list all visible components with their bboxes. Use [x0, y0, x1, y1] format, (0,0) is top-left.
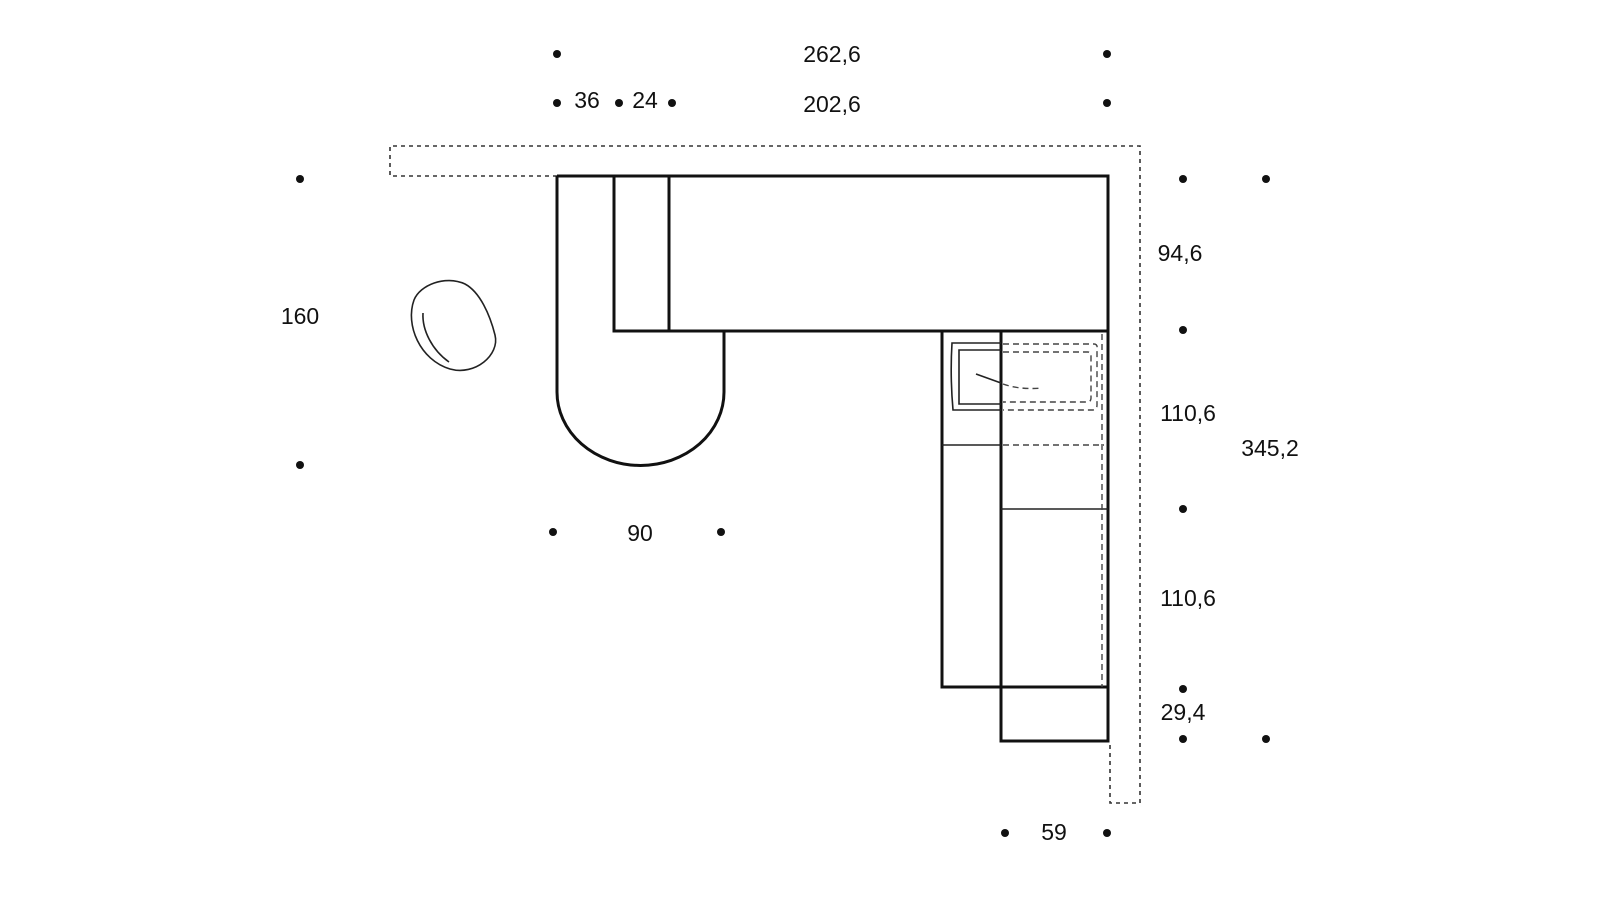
module-width-label: 59 [1041, 819, 1067, 845]
marker-dot [553, 99, 561, 107]
marker-dot [1179, 326, 1187, 334]
segment-a-label: 36 [574, 87, 600, 113]
overall-width-label: 262,6 [803, 41, 861, 67]
marker-dot [1262, 175, 1270, 183]
desk-width-label: 202,6 [803, 91, 861, 117]
marker-dot [553, 50, 561, 58]
marker-dot [549, 528, 557, 536]
marker-dot [1103, 99, 1111, 107]
total-depth-left-label: 160 [281, 303, 319, 329]
desk-depth-label: 94,6 [1158, 240, 1203, 266]
total-length-right-label: 345,2 [1241, 435, 1299, 461]
desk-outline [555, 174, 1110, 467]
module-2-length-label: 110,6 [1160, 585, 1216, 611]
marker-dot [296, 461, 304, 469]
marker-dot [1262, 735, 1270, 743]
marker-dot [1179, 735, 1187, 743]
marker-dot [1001, 829, 1009, 837]
marker-dot [1179, 175, 1187, 183]
desk-divider-module [612, 174, 671, 333]
marker-dot [668, 99, 676, 107]
marker-dot [1179, 505, 1187, 513]
marker-dot [1179, 685, 1187, 693]
marker-dot [615, 99, 623, 107]
end-module [999, 685, 1110, 743]
marker-dot [717, 528, 725, 536]
sink-icon [950, 342, 1098, 411]
marker-dot [1103, 50, 1111, 58]
module-1-length-label: 110,6 [1160, 400, 1216, 426]
segment-b-label: 24 [632, 87, 658, 113]
marker-dot [296, 175, 304, 183]
marker-dot [1103, 829, 1111, 837]
end-module-length-label: 29,4 [1161, 699, 1206, 725]
stool-icon [410, 279, 497, 372]
dimension-markers [296, 50, 1270, 837]
round-end-width-label: 90 [627, 520, 653, 546]
wall-outline [389, 145, 1141, 804]
